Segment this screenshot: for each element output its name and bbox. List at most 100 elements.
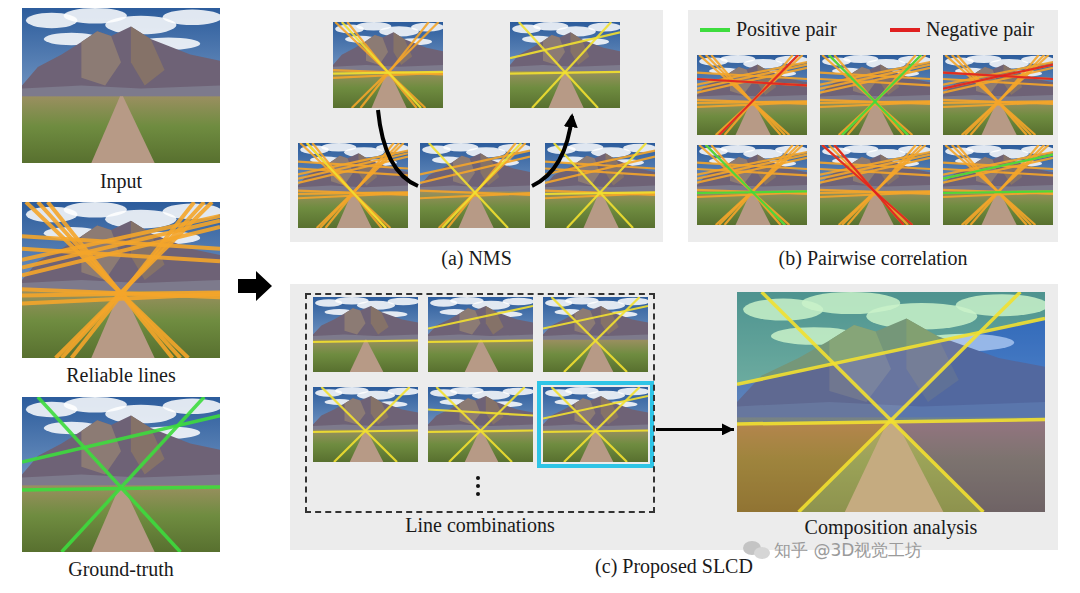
road (549, 71, 584, 108)
detected-line (962, 145, 1049, 225)
detected-line (952, 145, 1031, 225)
panel: (c) Proposed SLCDLine combinationsCompos… (290, 284, 1058, 550)
detected-line (22, 294, 220, 303)
scene-photo (313, 387, 418, 462)
sky (943, 55, 1053, 135)
foothills (313, 335, 418, 343)
detected-line (762, 292, 984, 512)
curved-arrow (378, 110, 418, 186)
scene-photo (22, 8, 220, 163)
caption: (b) Pairwise correlation (779, 247, 968, 270)
detected-line (429, 143, 508, 228)
detected-line (943, 102, 1053, 107)
detected-line (545, 193, 655, 198)
detected-line (545, 169, 655, 176)
scene-photo (943, 145, 1053, 225)
scene-photo (820, 55, 930, 135)
detected-line (820, 163, 930, 169)
detected-line (842, 55, 921, 135)
mountain-shade (486, 306, 504, 335)
mountain-shade (394, 32, 413, 65)
detected-line (697, 191, 807, 193)
grassland (943, 191, 1053, 225)
detected-line (697, 73, 807, 79)
detected-line (361, 22, 429, 108)
detected-line (564, 387, 640, 462)
mountain (510, 32, 620, 73)
foothills (510, 65, 620, 74)
road (350, 340, 384, 372)
detected-line (436, 387, 512, 462)
road (580, 430, 614, 462)
sky (420, 143, 530, 228)
scene-photo (543, 387, 648, 462)
mountain (420, 153, 530, 194)
highlight-frame (539, 383, 652, 466)
detected-line (716, 55, 803, 135)
sky (298, 143, 408, 228)
detected-line (820, 73, 930, 79)
cloud (163, 10, 220, 26)
sky (333, 22, 443, 108)
detected-line (22, 236, 220, 248)
grassland (543, 340, 648, 372)
detected-line (334, 387, 410, 462)
detected-line (428, 341, 533, 343)
grassland (820, 191, 930, 225)
detected-line (22, 249, 220, 261)
watermark-icon (754, 547, 770, 559)
detected-line (564, 297, 640, 372)
panel: (a) NMS (290, 10, 663, 242)
sky (737, 292, 1045, 512)
detected-line (551, 297, 627, 372)
cloud (388, 298, 418, 306)
watermark: 知乎 @3D视觉工坊 (774, 539, 1064, 562)
mountain (943, 155, 1053, 193)
grassland (543, 430, 648, 462)
grassland (22, 485, 220, 552)
panel-ground (688, 10, 1058, 242)
detected-line (532, 22, 611, 108)
detected-line (697, 68, 807, 93)
detected-line (428, 306, 533, 329)
mountain (428, 396, 533, 432)
sky (428, 387, 533, 462)
caption: (a) NMS (441, 247, 512, 270)
scene-photo (697, 55, 807, 135)
detected-line (48, 202, 173, 358)
detected-line (313, 431, 418, 433)
grassland (22, 291, 220, 358)
detected-line (943, 155, 1053, 179)
sky (22, 8, 220, 163)
detected-line (545, 192, 655, 194)
panel-ground (290, 284, 1058, 550)
grassland (697, 101, 807, 135)
detected-line (26, 202, 188, 358)
grassland (943, 101, 1053, 135)
grassland (333, 71, 443, 108)
detected-line (554, 143, 633, 228)
grassland (428, 340, 533, 372)
detected-line (300, 143, 390, 228)
mountain (333, 32, 443, 73)
detected-line (352, 22, 439, 108)
detected-line (699, 55, 789, 135)
detected-line (829, 55, 908, 135)
detected-line (333, 73, 443, 78)
panel-ground (290, 10, 663, 242)
mountain (543, 396, 648, 432)
mountain (22, 416, 220, 490)
detected-line (551, 387, 627, 462)
grassland (545, 191, 655, 228)
road (465, 340, 499, 372)
detected-line (697, 169, 807, 175)
detected-line (307, 143, 386, 228)
detected-line (420, 157, 530, 183)
foothills (943, 95, 1053, 103)
scene-photo (428, 297, 533, 372)
detected-line (820, 158, 930, 183)
caption: Composition analysis (805, 516, 978, 539)
detected-line (737, 318, 1045, 384)
foothills (545, 186, 655, 195)
